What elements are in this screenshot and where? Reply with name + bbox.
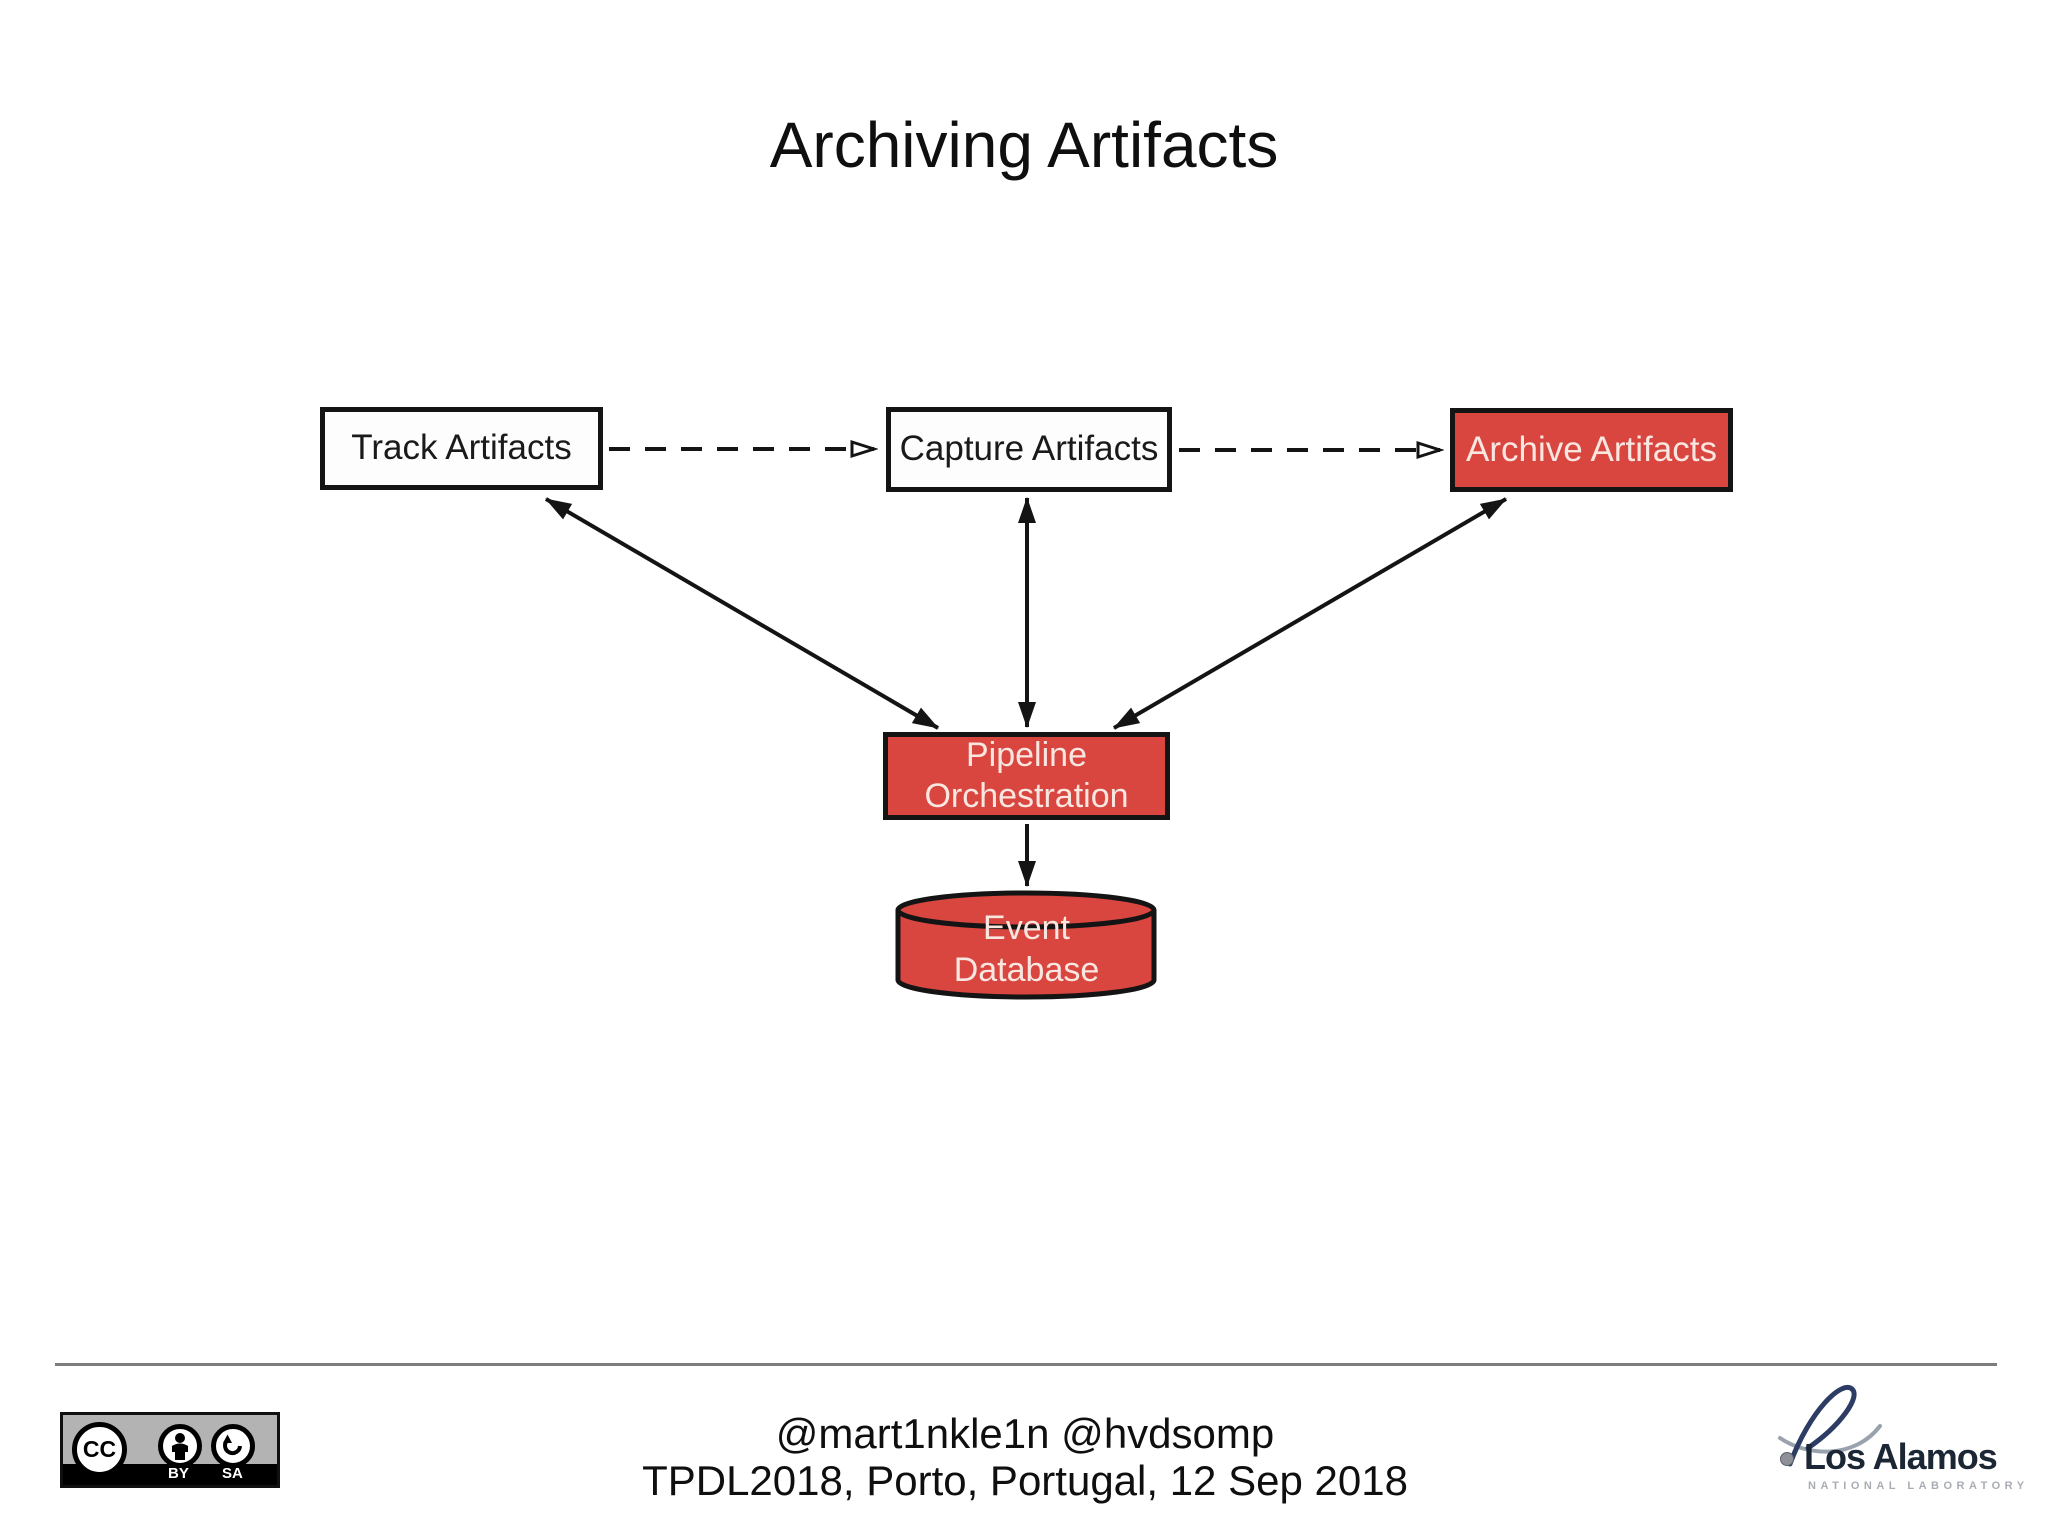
edge-archive-pipeline [1112, 497, 1508, 730]
cc-by-sa-badge: CC BY SA [60, 1412, 280, 1488]
cc-by-label: BY [168, 1465, 189, 1482]
los-alamos-dot-icon [1780, 1452, 1794, 1466]
node-track-artifacts: Track Artifacts [320, 407, 603, 490]
node-pipeline-orchestration: Pipeline Orchestration [883, 732, 1170, 820]
footer-venue: TPDL2018, Porto, Portugal, 12 Sep 2018 [642, 1457, 1408, 1504]
node-capture-artifacts: Capture Artifacts [886, 407, 1172, 492]
los-alamos-logo: Los Alamos NATIONAL LABORATORY [1752, 1382, 2042, 1502]
los-alamos-subtitle: NATIONAL LABORATORY [1808, 1480, 2029, 1492]
slide-title: Archiving Artifacts [769, 109, 1279, 181]
cc-sa-label: SA [222, 1465, 243, 1482]
footer-credits: @mart1nkle1n @hvdsomp TPDL2018, Porto, P… [525, 1410, 1525, 1504]
footer-divider [55, 1363, 1997, 1366]
cc-icon-text: CC [82, 1436, 117, 1462]
edge-track-pipeline [544, 497, 940, 730]
los-alamos-wordmark: Los Alamos [1804, 1436, 1998, 1477]
node-event-database-label: Event Database [953, 908, 1100, 990]
footer-handles: @mart1nkle1n @hvdsomp [775, 1410, 1275, 1457]
cc-by-person-icon [158, 1424, 202, 1468]
los-alamos-swoosh-icon [1778, 1385, 1882, 1467]
cc-sa-arrow-icon [211, 1424, 255, 1468]
cc-icon: CC [72, 1422, 127, 1477]
node-archive-artifacts: Archive Artifacts [1450, 408, 1733, 492]
event-database-cylinder [895, 890, 1157, 1000]
